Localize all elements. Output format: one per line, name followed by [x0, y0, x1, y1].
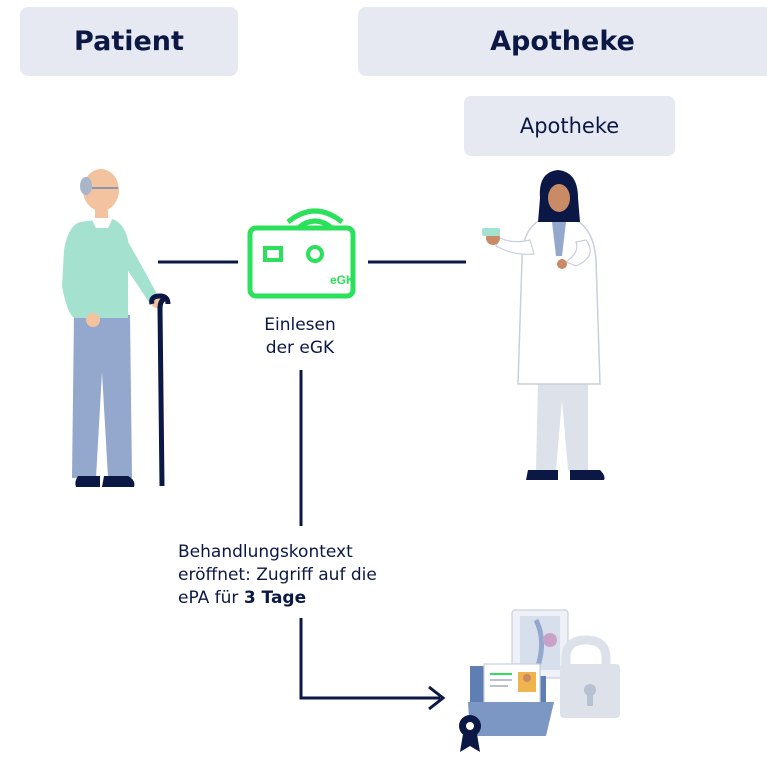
- patient-header: Patient: [20, 7, 238, 76]
- treatment-context-text: Behandlungskontext eröffnet: Zugriff auf…: [178, 541, 428, 610]
- context-line3-prefix: ePA für: [178, 588, 244, 608]
- egk-caption-line1: Einlesen: [264, 315, 336, 335]
- egk-card-label: eGK: [330, 273, 355, 287]
- context-duration: 3 Tage: [243, 588, 307, 608]
- apotheke-subheader: Apotheke: [464, 96, 675, 156]
- patient-header-label: Patient: [74, 26, 184, 57]
- arrowhead-icon: [428, 685, 446, 711]
- context-line2: eröffnet: Zugriff auf die: [178, 565, 377, 585]
- apotheke-subheader-label: Apotheke: [519, 114, 620, 138]
- apotheke-header-label: Apotheke: [490, 26, 635, 57]
- context-arrow-line: [299, 618, 440, 700]
- apotheke-header: Apotheke: [358, 7, 767, 76]
- context-line1: Behandlungskontext: [178, 542, 353, 562]
- egk-caption: Einlesen der eGK: [240, 314, 360, 360]
- egk-caption-line2: der eGK: [265, 338, 335, 358]
- context-line3: ePA für 3 Tage: [178, 587, 428, 610]
